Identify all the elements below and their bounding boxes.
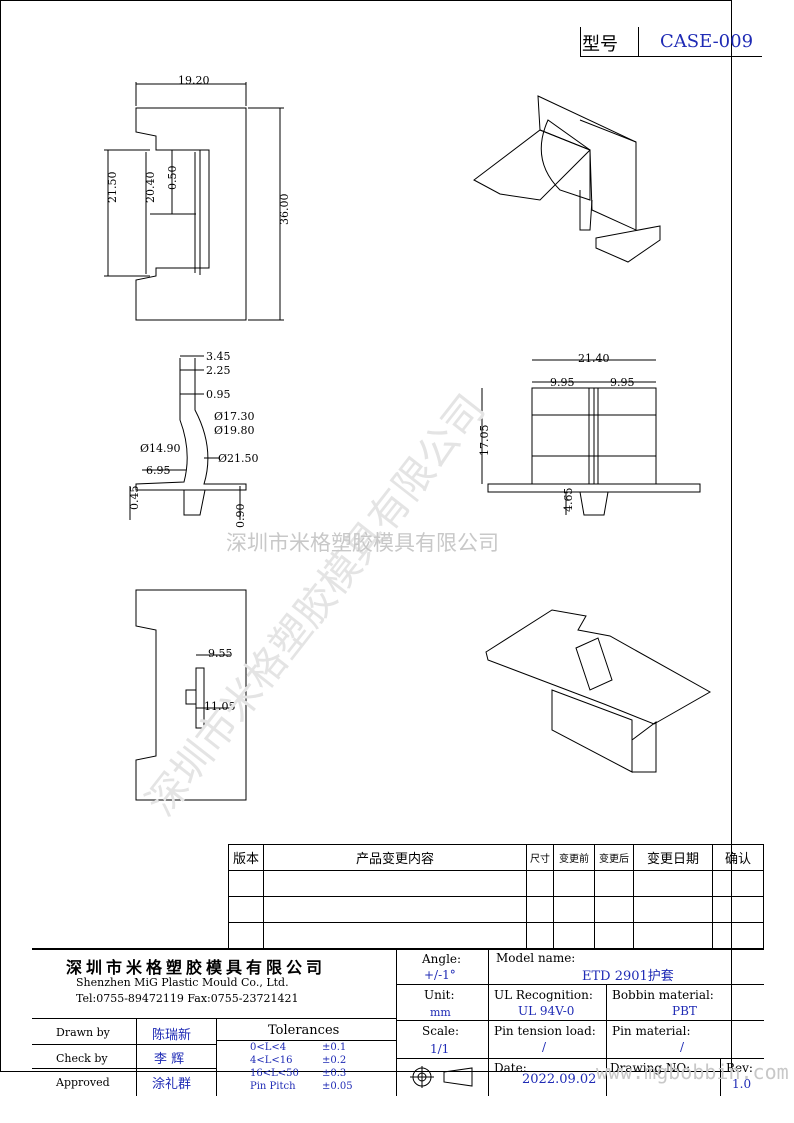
rev-header-dim: 尺寸 [526, 844, 554, 871]
company-name-cn: 深圳市米格塑胶模具有限公司 [66, 958, 327, 977]
rev-header-version: 版本 [228, 844, 264, 871]
rev-header-confirm: 确认 [712, 844, 764, 871]
rev-value: 1.0 [732, 1077, 752, 1091]
tolerance-value: ±0.3 [322, 1068, 347, 1079]
svg-text:4.65: 4.65 [562, 488, 575, 513]
scale-label: Scale: [422, 1024, 460, 1038]
rev-header-after: 变更后 [594, 844, 634, 871]
model-label: 型号 [582, 34, 618, 55]
drawn-by-value: 陈瑞新 [152, 1028, 192, 1043]
svg-text:0.50: 0.50 [166, 166, 179, 191]
iso-view-1 [473, 95, 661, 263]
tolerance-value: ±0.05 [322, 1081, 353, 1092]
tolerance-range: 0<L<4 [250, 1042, 287, 1053]
model-name-value: ETD 2901护套 [582, 969, 674, 984]
svg-text:9.55: 9.55 [208, 647, 233, 660]
tolerance-range: 4<L<16 [250, 1055, 293, 1066]
top-view [104, 82, 284, 321]
svg-text:2.25: 2.25 [206, 364, 231, 377]
scale-value: 1/1 [430, 1042, 450, 1056]
revision-table: 版本 产品变更内容 尺寸 变更前 变更后 变更日期 确认 [228, 844, 764, 949]
bobbin-label: Bobbin material: [612, 988, 714, 1002]
angle-value: +/-1° [424, 968, 456, 982]
drawn-by-label: Drawn by [56, 1026, 110, 1039]
svg-text:Ø17.30: Ø17.30 [214, 410, 255, 423]
model-value: CASE-009 [660, 31, 754, 52]
svg-text:Ø14.90: Ø14.90 [140, 442, 181, 455]
tolerance-range: 16<L<50 [250, 1068, 299, 1079]
table-row [228, 870, 764, 897]
projection-symbol-icon [410, 1066, 473, 1088]
tolerance-range: Pin Pitch [250, 1081, 296, 1092]
tolerance-value: ±0.1 [322, 1042, 347, 1053]
pin-tension-value: / [542, 1040, 547, 1054]
svg-text:20.40: 20.40 [144, 172, 157, 204]
bobbin-value: PBT [672, 1004, 697, 1018]
svg-text:Ø19.80: Ø19.80 [214, 424, 255, 437]
approved-value: 涂礼群 [152, 1077, 192, 1092]
date-value: 2022.09.02 [522, 1072, 597, 1087]
svg-text:6.95: 6.95 [146, 464, 171, 477]
svg-text:21.50: 21.50 [106, 172, 119, 204]
tolerances-label: Tolerances [268, 1023, 340, 1038]
company-name-en: Shenzhen MiG Plastic Mould Co., Ltd. [76, 976, 289, 989]
svg-text:9.95: 9.95 [610, 376, 635, 389]
table-row [228, 922, 764, 949]
ul-value: UL 94V-0 [518, 1004, 575, 1018]
table-row [228, 896, 764, 923]
watermark-text: 深圳市米格塑胶模具有限公司 [226, 531, 499, 555]
unit-value: mm [430, 1006, 451, 1019]
svg-text:36.00: 36.00 [278, 194, 291, 226]
svg-text:21.40: 21.40 [578, 352, 610, 365]
svg-text:Ø21.50: Ø21.50 [218, 452, 259, 465]
pin-tension-label: Pin tension load: [494, 1024, 596, 1038]
model-divider [638, 27, 639, 57]
drawing-border [0, 0, 732, 1072]
pin-material-label: Pin material: [612, 1024, 691, 1038]
iso-view-2 [485, 609, 712, 773]
model-box [580, 27, 762, 57]
check-by-label: Check by [56, 1052, 108, 1065]
tolerance-value: ±0.2 [322, 1055, 347, 1066]
unit-label: Unit: [424, 988, 455, 1002]
rev-header-before: 变更前 [553, 844, 595, 871]
rev-label: Rev: [726, 1061, 753, 1075]
pin-material-value: / [680, 1040, 685, 1054]
svg-text:0.95: 0.95 [206, 388, 231, 401]
svg-text:9.95: 9.95 [550, 376, 575, 389]
svg-text:0.45: 0.45 [128, 486, 141, 511]
check-by-value: 李 辉 [154, 1052, 185, 1067]
date-label: Date: [494, 1061, 527, 1075]
svg-text:3.45: 3.45 [206, 350, 231, 363]
ul-label: UL Recognition: [494, 988, 593, 1002]
bottom-view [135, 589, 247, 801]
angle-label: Angle: [422, 952, 462, 966]
technical-drawing: 19.20 21.50 20.40 0.50 36.00 3.45 2.25 0… [104, 74, 712, 801]
svg-text:17.05: 17.05 [478, 425, 491, 457]
drawing-no-label: Drawing NO: [610, 1061, 691, 1075]
front-view [481, 359, 701, 516]
approved-label: Approved [56, 1076, 110, 1089]
svg-text:11.05: 11.05 [204, 700, 236, 713]
side-view [129, 355, 247, 520]
dim-a: 19.20 [178, 74, 210, 87]
title-block-top [32, 948, 764, 950]
company-contact: Tel:0755-89472119 Fax:0755-23721421 [76, 992, 299, 1005]
rev-header-date: 变更日期 [633, 844, 713, 871]
rev-header-content: 产品变更内容 [263, 844, 527, 871]
svg-text:0.90: 0.90 [234, 504, 247, 529]
website-watermark: www.mgbobbin.com [596, 1060, 789, 1084]
model-name-label: Model name: [496, 951, 576, 965]
